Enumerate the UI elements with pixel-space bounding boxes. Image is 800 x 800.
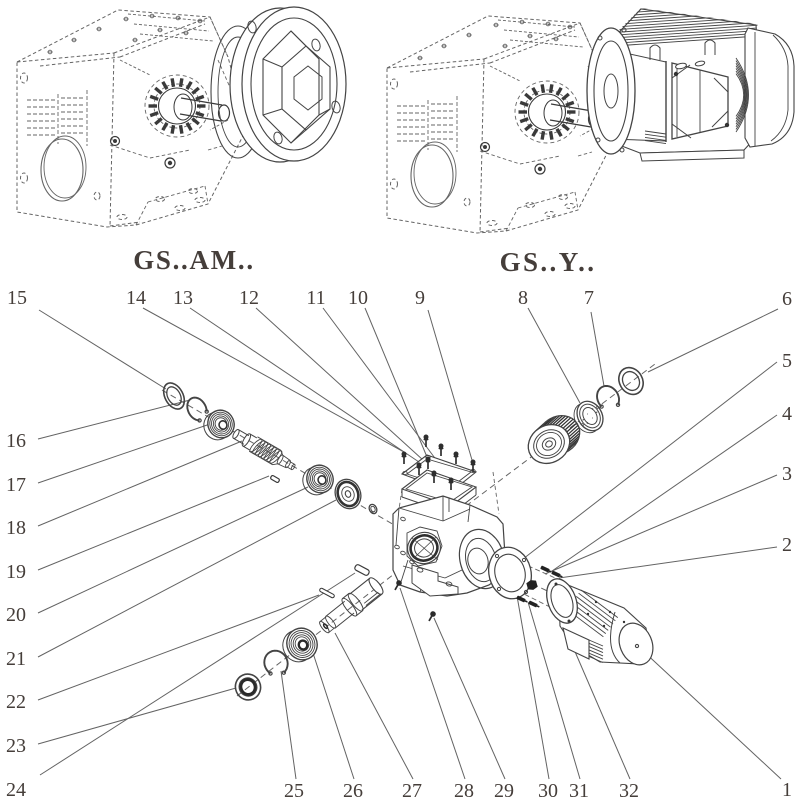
svg-text:26: 26 — [343, 780, 363, 800]
svg-text:6: 6 — [782, 288, 792, 310]
svg-text:5: 5 — [782, 350, 792, 372]
svg-text:24: 24 — [6, 779, 26, 800]
svg-text:31: 31 — [569, 780, 589, 800]
svg-text:27: 27 — [402, 780, 422, 800]
svg-text:8: 8 — [518, 287, 528, 309]
svg-text:22: 22 — [6, 691, 26, 713]
svg-text:16: 16 — [6, 430, 26, 452]
svg-text:2: 2 — [782, 534, 792, 556]
svg-text:3: 3 — [782, 463, 792, 485]
svg-text:11: 11 — [306, 287, 325, 309]
svg-text:32: 32 — [619, 780, 639, 800]
svg-text:12: 12 — [239, 287, 259, 309]
svg-text:30: 30 — [538, 780, 558, 800]
svg-text:4: 4 — [782, 403, 792, 425]
svg-text:13: 13 — [173, 287, 193, 309]
svg-text:9: 9 — [415, 287, 425, 309]
svg-text:GS..AM..: GS..AM.. — [133, 245, 255, 275]
svg-text:17: 17 — [6, 474, 26, 496]
svg-text:14: 14 — [126, 287, 146, 309]
svg-text:21: 21 — [6, 648, 26, 670]
svg-text:28: 28 — [454, 780, 474, 800]
svg-text:15: 15 — [7, 287, 27, 309]
svg-text:GS..Y..: GS..Y.. — [500, 247, 597, 277]
svg-text:18: 18 — [6, 517, 26, 539]
svg-text:23: 23 — [6, 735, 26, 757]
svg-text:29: 29 — [494, 780, 514, 800]
svg-text:10: 10 — [348, 287, 368, 309]
svg-text:25: 25 — [284, 780, 304, 800]
svg-text:19: 19 — [6, 561, 26, 583]
svg-text:7: 7 — [584, 287, 594, 309]
svg-text:1: 1 — [782, 779, 792, 800]
svg-text:20: 20 — [6, 604, 26, 626]
